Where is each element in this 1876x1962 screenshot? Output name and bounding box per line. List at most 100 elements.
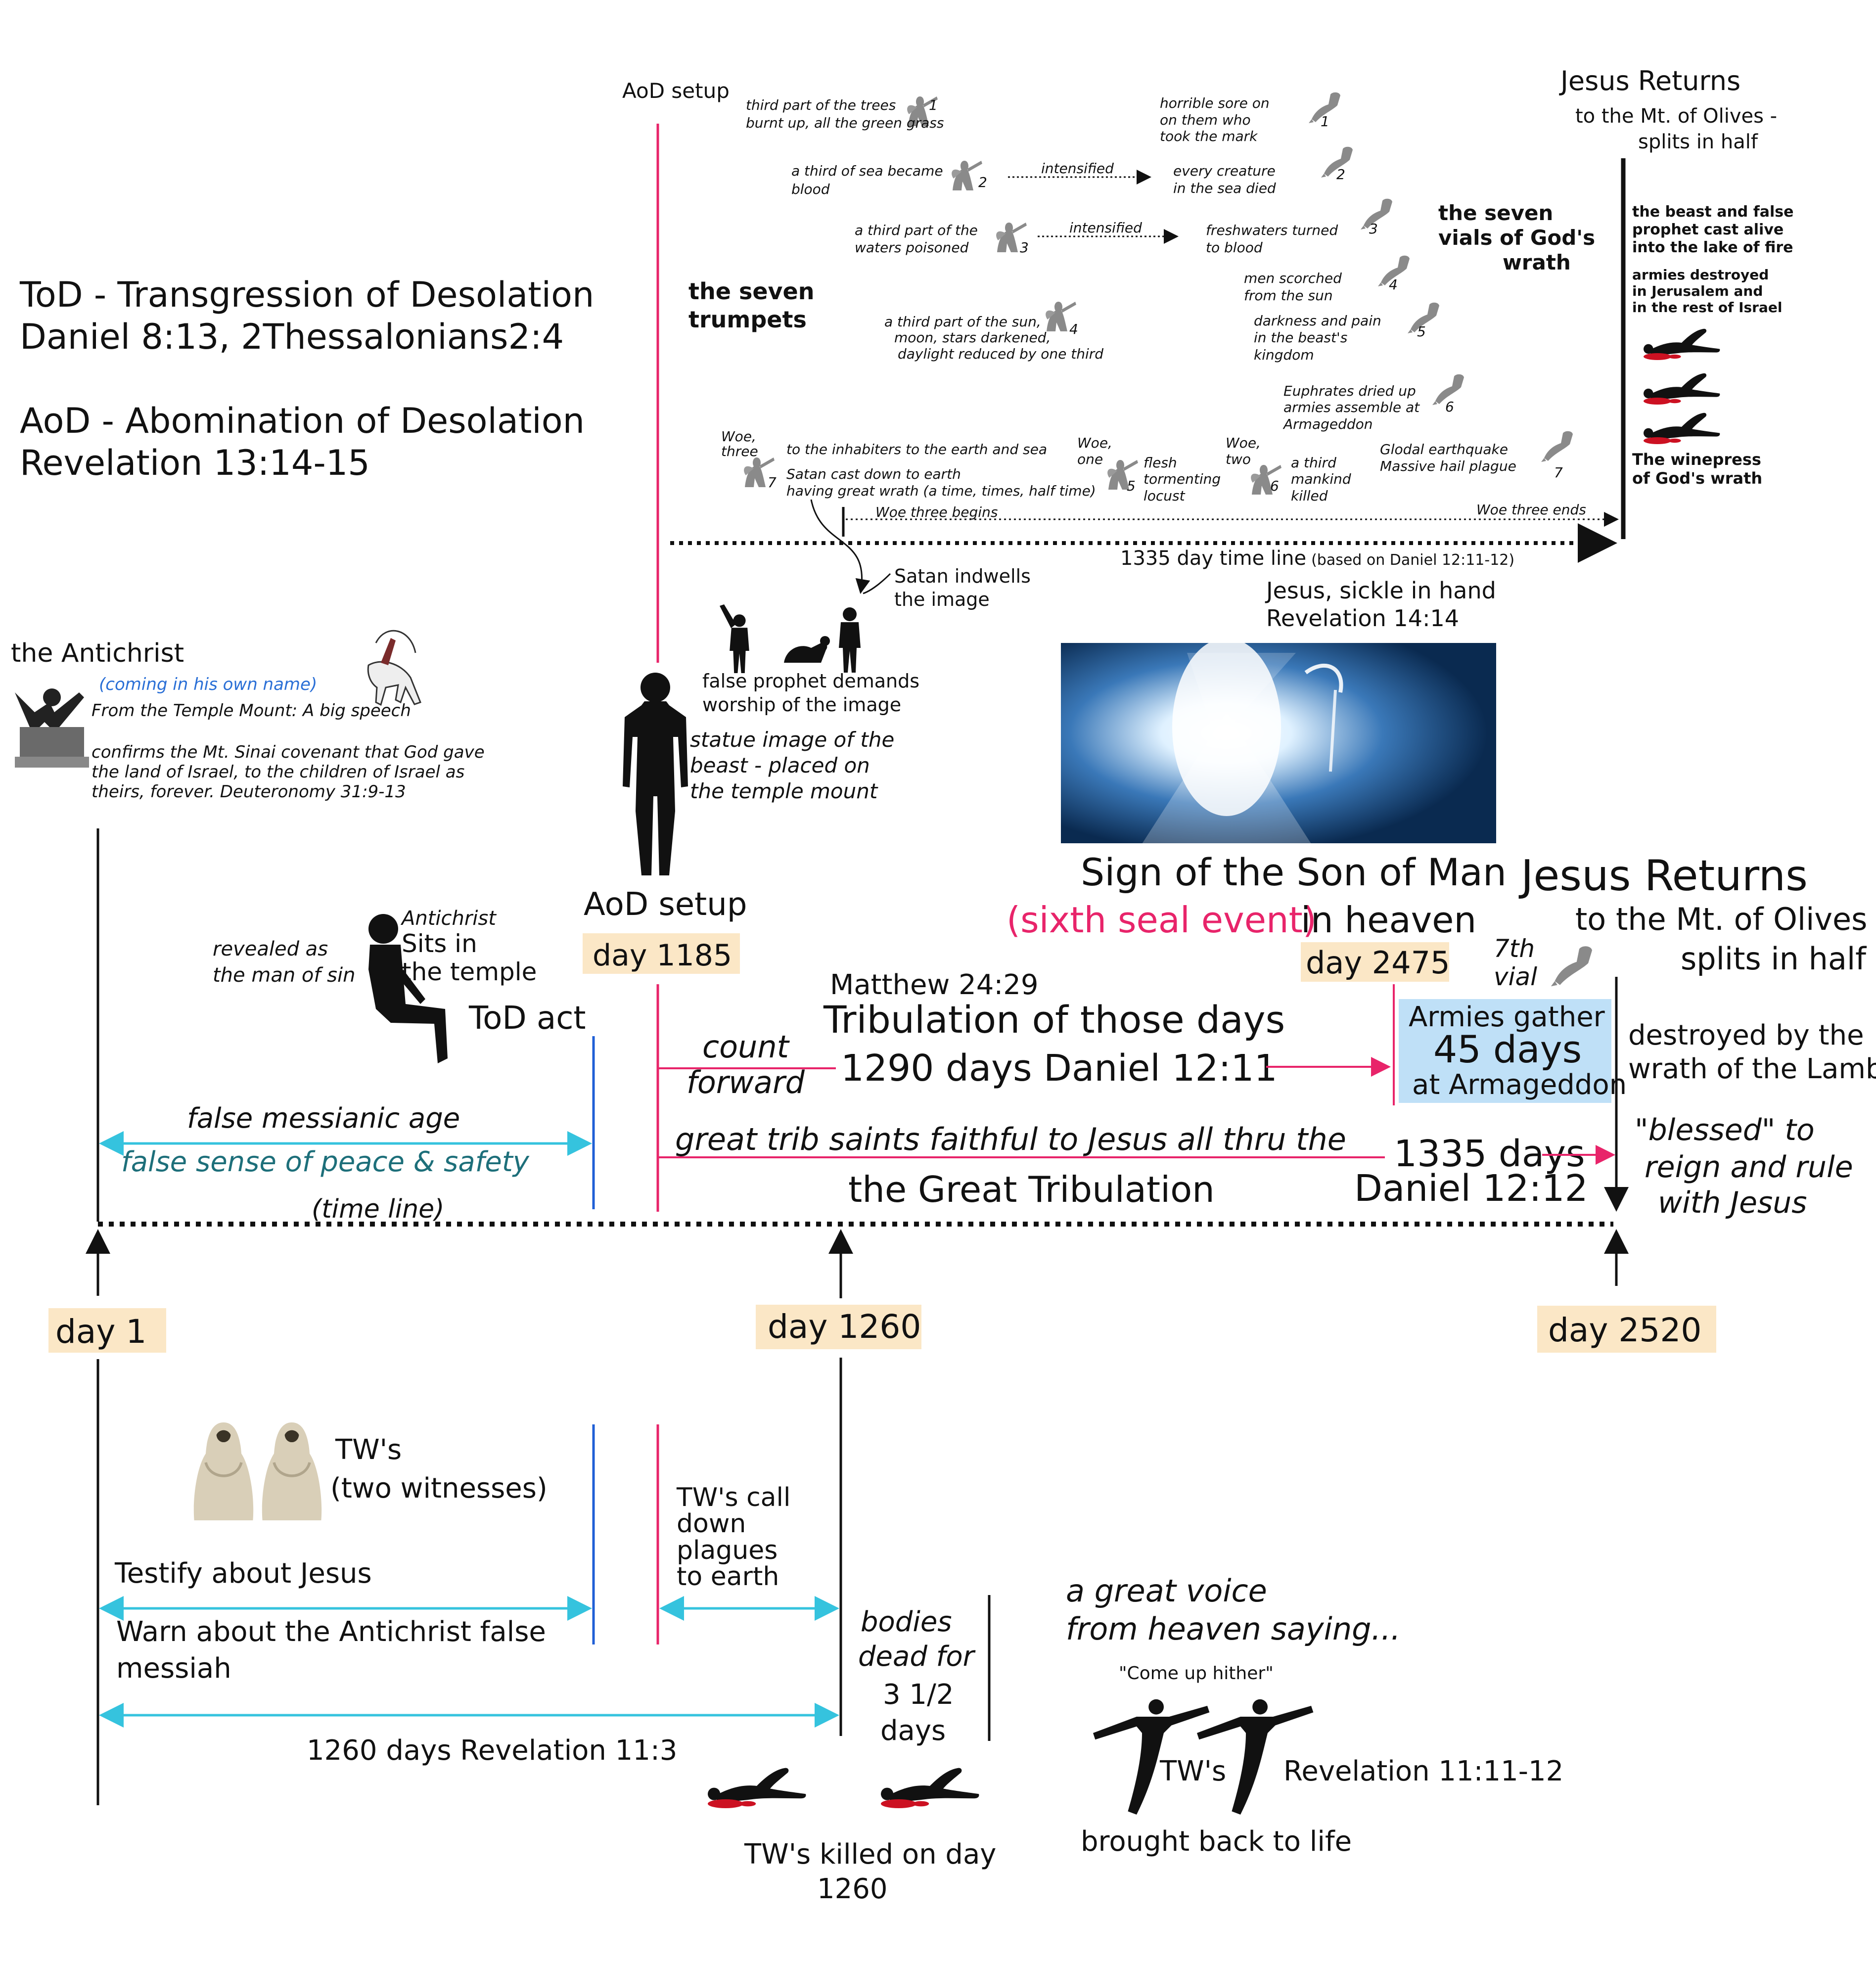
false-messianic-age: false messianic age [187,1102,460,1135]
trumpet-text: burnt up, all the green grass [746,115,944,131]
trumpet-angel-icon [952,161,982,190]
tws-call-label-3: plagues [677,1536,778,1565]
the-temple-label: the temple [402,958,537,986]
beast-false-prophet-1: the beast and false [1632,203,1794,221]
revealed-label-1: revealed as [213,938,328,960]
timeline-1335-note: (based on Daniel 12:11-12) [1311,551,1514,569]
tribulation-of-those-days: Tribulation of those days [823,998,1285,1042]
revelation-1111-label: Revelation 11:11-12 [1283,1755,1563,1787]
vial-6: 6 Euphrates dried up armies assemble at … [1282,374,1464,432]
trumpet-number: 3 [1020,239,1029,256]
woe-label: Woe, [1226,435,1261,451]
satan-indwells-label-1: Satan indwells [894,565,1031,587]
days-1290-label: 1290 days Daniel 12:11 [841,1047,1278,1090]
jesus-sickle-label-1: Jesus, sickle in hand [1265,577,1496,604]
trumpet-text: killed [1291,488,1328,504]
splits-in-half-label: splits in half [1681,941,1867,977]
statue-label-2: beast - placed on [690,753,870,777]
false-peace-safety: false sense of peace & safety [121,1146,530,1178]
vial-text: in the sea died [1173,180,1276,196]
daniel-1212-label: Daniel 12:12 [1354,1167,1588,1210]
beast-statue-icon [623,673,688,875]
trumpet-text: mankind [1291,471,1351,487]
seven-vials-label-3: wrath [1503,250,1571,274]
trumpet-text: Satan cast down to earth [786,466,961,482]
matthew-2429-label: Matthew 24:29 [830,969,1038,1001]
slain-body-icon [1644,412,1720,444]
false-prophet-label-2: worship of the image [702,694,901,716]
vial-5: 5 darkness and pain in the beast's kingd… [1254,302,1439,363]
bodies-dead-label-2: dead for [858,1641,976,1673]
aod-setup-label: AoD setup [584,886,747,923]
trumpet-text: waters poisoned [855,239,969,256]
sits-in-label: Sits in [402,929,477,958]
trumpet-number: 5 [1127,478,1136,494]
trumpet-2: 2 a third of sea became blood [791,161,987,197]
vial-number: 6 [1445,399,1454,415]
day-1260-label: day 1260 [768,1308,921,1346]
trumpet-text: moon, stars darkened, [894,329,1051,346]
trumpet-text: locust [1144,488,1186,504]
armies-destroyed-3: in the rest of Israel [1632,299,1782,316]
top-jesus-returns-sub1: to the Mt. of Olives - [1575,105,1777,128]
seven-trumpets-label-2: trumpets [688,306,807,333]
bodies-dead-label-3: 3 1/2 [883,1679,954,1711]
count-label: count [702,1029,790,1065]
beast-false-prophet-2: prophet cast alive [1632,221,1784,238]
trumpet-number: 1 [929,97,938,113]
false-prophet-raised-arm [720,604,736,628]
blessed-label-3: with Jesus [1658,1186,1807,1220]
tws-label: TW's [335,1434,402,1466]
come-up-hither-label: "Come up hither" [1119,1663,1274,1684]
armies-destroyed-1: armies destroyed [1632,267,1769,283]
antichrist-covenant-3: theirs, forever. Deuteronomy 31:9-13 [92,782,406,802]
antichrist-covenant-1: confirms the Mt. Sinai covenant that God… [92,742,485,762]
top-jesus-returns-sub2: splits in half [1638,131,1758,153]
woe-three-ends-label: Woe three ends [1476,502,1586,518]
brought-back-label: brought back to life [1081,1825,1352,1858]
intensified-label-2: intensified [1069,220,1142,236]
trumpet-text: to the inhabiters to the earth and sea [786,441,1047,457]
trumpet-5: Woe, one 5 flesh tormenting locust [1077,435,1221,504]
vial-text: Glodal earthquake [1380,441,1508,457]
day-2475-badge [1301,942,1449,982]
days-1260-revelation-label: 1260 days Revelation 11:3 [307,1734,677,1767]
at-armageddon-label: at Armageddon [1412,1069,1627,1101]
trumpet-number: 2 [978,174,987,190]
slain-witness-icon [708,1768,806,1808]
armies-gather-label: Armies gather [1409,1001,1605,1033]
slain-body-icon [1644,373,1720,405]
to-mt-olives-label: to the Mt. of Olives [1575,901,1867,937]
two-witnesses-label: (two witnesses) [330,1472,548,1505]
day-2475-label: day 2475 [1306,945,1450,981]
day-1-label: day 1 [55,1313,146,1351]
seven-vials-label-1: the seven [1438,201,1553,225]
vial-number: 5 [1417,323,1426,340]
seven-vials-label-2: vials of God's [1438,226,1595,250]
tod-definition: ToD - Transgression of Desolation [19,274,594,315]
antichrist-small-label: Antichrist [400,907,497,930]
trumpet-1: 1 third part of the trees burnt up, all … [746,96,944,131]
vial-bowl-icon [1541,431,1573,462]
destroyed-wrath-label-2: wrath of the Lamb [1628,1053,1876,1085]
woe-label: Woe, [721,428,756,445]
kneeling-worshipper-icon [784,642,827,663]
tws-killed-label-2: 1260 [817,1873,888,1905]
trumpet-text: a third part of the [855,222,978,238]
warn-label-1: Warn about the Antichrist false [116,1616,546,1648]
woe-label: Woe, [1077,435,1112,451]
woe-label: one [1077,451,1103,467]
tod-references: Daniel 8:13, 2Thessalonians2:4 [20,317,564,357]
vial-7: 7 Glodal earthquake Massive hail plague [1380,431,1573,481]
witness-figure-icon [194,1422,253,1520]
rider-white-horse-icon [367,630,421,706]
vial-4: 4 men scorched from the sun [1244,255,1410,304]
satan-indwells-label-2: the image [894,589,990,610]
winepress-label-2: of God's wrath [1632,469,1762,488]
revealed-label-2: the man of sin [213,964,355,987]
vial-number: 4 [1389,276,1398,293]
seven-trumpets-label-1: the seven [688,278,814,305]
tws-killed-label-1: TW's killed on day [744,1838,996,1871]
day-1-badge [48,1308,166,1353]
seventh-vial-label-2: vial [1494,962,1537,991]
